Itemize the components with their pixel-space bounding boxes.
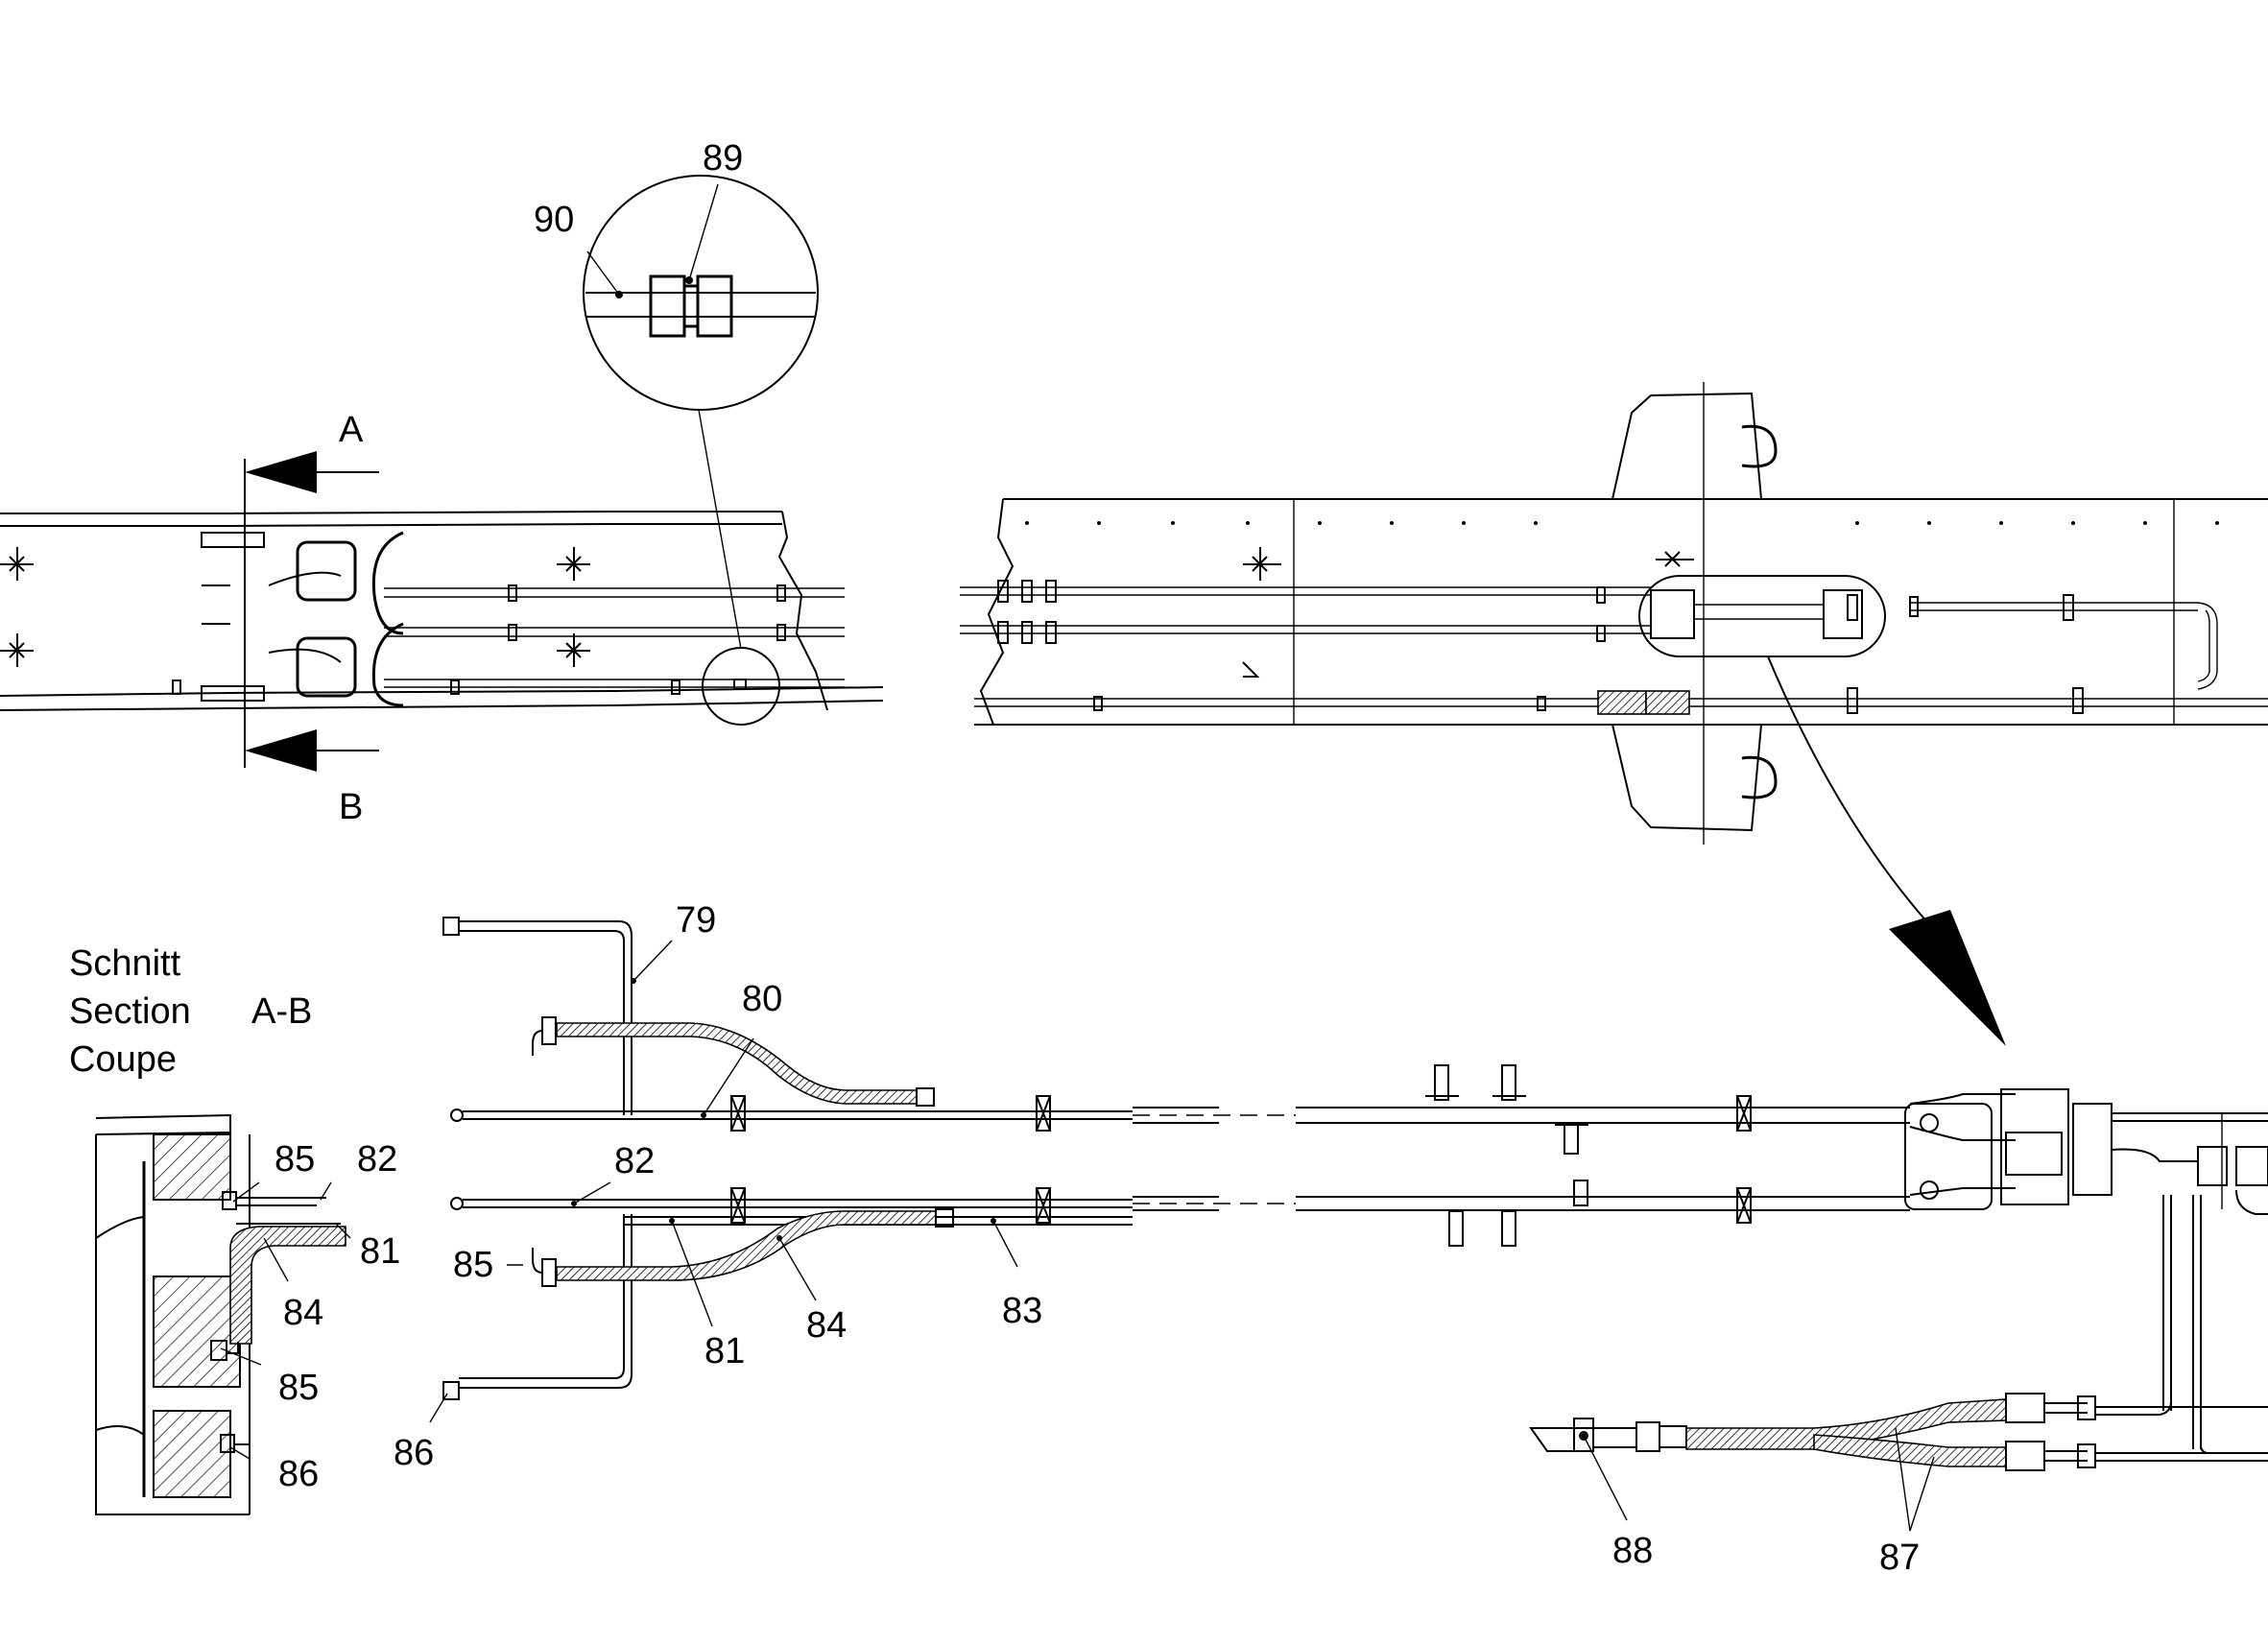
caption-schnitt: Schnitt xyxy=(69,943,181,984)
callout-84-section: 84 xyxy=(283,1293,323,1333)
right-chassis-view xyxy=(960,382,2268,1046)
callout-87: 87 xyxy=(1879,1538,1920,1578)
callout-89: 89 xyxy=(703,138,743,179)
tee-fittings xyxy=(1425,1064,1588,1247)
section-a-b-view: Schnitt Section A-B Coupe 85 82 81 84 85… xyxy=(69,943,400,1515)
callout-79: 79 xyxy=(676,900,716,941)
callout-80: 80 xyxy=(742,979,782,1019)
callout-86-section: 86 xyxy=(278,1454,319,1494)
callout-85-section-top: 85 xyxy=(275,1139,315,1180)
callout-81-section: 81 xyxy=(360,1231,400,1272)
callout-82-section: 82 xyxy=(357,1139,397,1180)
rivet-dots xyxy=(1025,521,2219,525)
caption-coupe: Coupe xyxy=(69,1039,177,1080)
detail-piping-view: 79 80 82 85 81 84 83 86 88 87 xyxy=(394,900,2268,1578)
callout-88: 88 xyxy=(1612,1531,1653,1571)
callout-85-section-mid: 85 xyxy=(278,1368,319,1408)
callout-82-detail: 82 xyxy=(614,1141,655,1181)
detail-magnifier: 89 90 xyxy=(534,138,819,650)
section-line-a-b: A B xyxy=(244,410,379,827)
caption-ref: A-B xyxy=(251,991,312,1032)
section-mark-b: B xyxy=(339,787,363,827)
fitting-group xyxy=(997,580,1057,644)
section-mark-a: A xyxy=(339,410,364,450)
callout-83: 83 xyxy=(1002,1291,1042,1331)
callout-90: 90 xyxy=(534,200,574,240)
callout-86-detail: 86 xyxy=(394,1433,434,1473)
left-boom-view xyxy=(0,511,884,726)
caption-section: Section xyxy=(69,991,191,1032)
callout-81-detail: 81 xyxy=(704,1331,745,1371)
callout-84-detail: 84 xyxy=(806,1305,847,1346)
callout-85-detail: 85 xyxy=(453,1245,493,1285)
